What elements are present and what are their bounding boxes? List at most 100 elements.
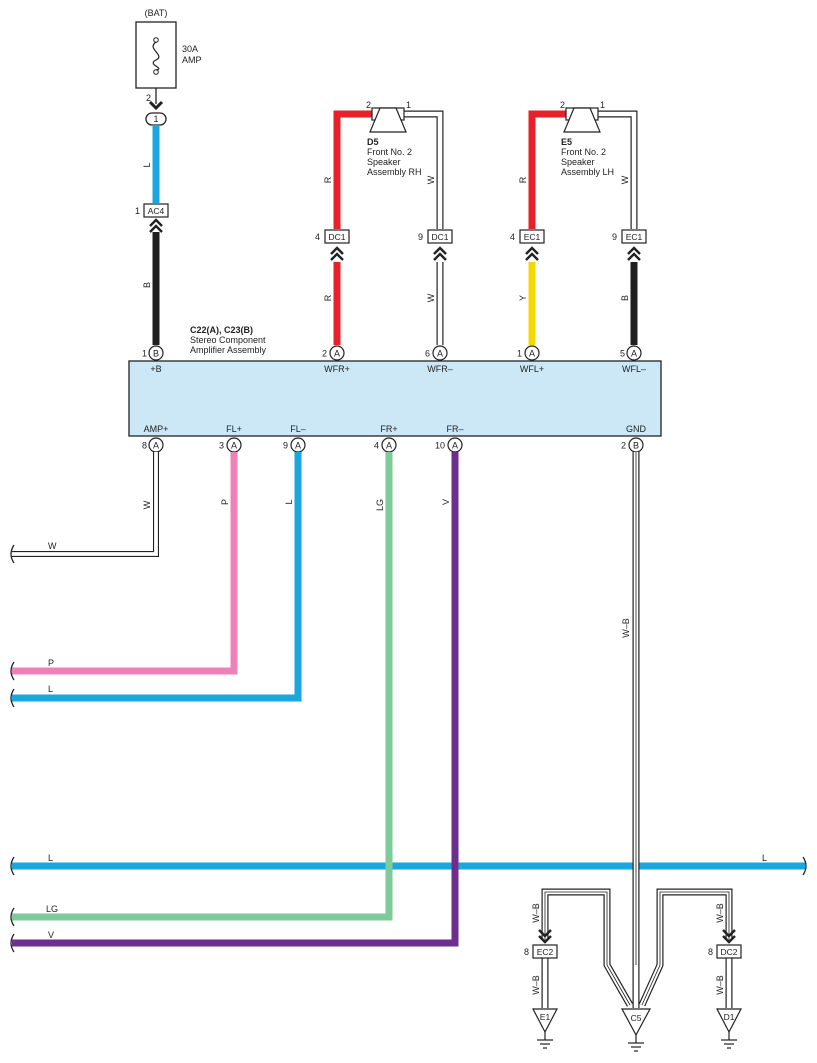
- speaker-d5-pin-left: 2: [366, 100, 371, 110]
- ground-icon: [716, 1008, 742, 1034]
- wire-fl-plus: [12, 452, 238, 675]
- speaker-e5: 2 1 E5 Front No. 2 Speaker Assembly LH: [560, 100, 614, 177]
- amp-top-pin-4-num: 1: [517, 349, 522, 359]
- battery-label: (BAT): [145, 8, 168, 18]
- amp-bottom-pin-2-num: 3: [219, 441, 224, 451]
- wire-fr-minus: [12, 452, 459, 947]
- fuse-terminal-bottom: [153, 69, 159, 75]
- fuse-name: AMP: [182, 55, 202, 65]
- speaker-d5: 2 1 D5 Front No. 2 Speaker Assembly RH: [366, 100, 422, 177]
- amp-bottom-pin-1-num: 8: [142, 441, 147, 451]
- wire-label-bat-l: L: [142, 162, 152, 167]
- amp-bottom-pin-6-num: 2: [621, 441, 626, 451]
- speaker-d5-id: D5: [367, 137, 379, 147]
- junction-dc1-9-pin: 9: [418, 232, 423, 242]
- connector-chevron-icon: [149, 218, 163, 233]
- ground-e1: E1: [532, 1008, 558, 1049]
- amp-bottom-pin-4-label: FR+: [380, 424, 397, 434]
- junction-ec1-9-pin: 9: [612, 232, 617, 242]
- junction-dc1-4-name: DC1: [328, 232, 345, 242]
- amp-top-pin-4: A 1 WFL+: [517, 345, 544, 374]
- connector-chevron-icon: [525, 246, 539, 261]
- amp-top-pin-4-label: WFL+: [520, 364, 544, 374]
- wire-label-fr-plus: LG: [375, 499, 385, 511]
- amp-top-pin-3-num: 6: [425, 349, 430, 359]
- wire-label-bat-b: B: [142, 282, 152, 288]
- wire-label-e5-minus-lower: B: [620, 295, 630, 301]
- junction-dc2: DC2 8: [708, 929, 742, 959]
- junction-ec1-9-name: EC1: [626, 232, 643, 242]
- amp-bottom-pin-5-conn: A: [452, 441, 458, 451]
- speaker-e5-pin-right: 1: [600, 100, 605, 110]
- offpage-label-lg: LG: [46, 904, 58, 914]
- fuse-terminal-top: [153, 37, 159, 43]
- speaker-d5-line2: Speaker: [367, 157, 401, 167]
- amp-top-pin-1-conn: B: [153, 349, 159, 359]
- junction-dc1-9: DC1 9: [418, 229, 453, 261]
- junction-ec2-name: EC2: [537, 947, 554, 957]
- amp-top-pin-1-num: 1: [142, 349, 147, 359]
- amp-bottom-pin-2: FL+ A 3: [219, 424, 242, 453]
- wire-label-e5-minus-upper: W: [620, 175, 630, 184]
- amp-top-pin-3-label: WFR–: [427, 364, 453, 374]
- ground-icon: [620, 1008, 652, 1037]
- amp-bottom-pin-6-conn: B: [633, 441, 639, 451]
- wire-label-e5-plus-upper: R: [518, 176, 528, 183]
- amp-top-pin-1-label: +B: [150, 364, 161, 374]
- inline-connector-pin: 1: [153, 114, 158, 124]
- break-icon: [10, 856, 15, 876]
- break-icon: [10, 544, 15, 564]
- connector-chevron-icon: [627, 246, 641, 261]
- wire-label-ec2-lower: W–B: [531, 975, 541, 995]
- junction-dc1-4-pin: 4: [315, 232, 320, 242]
- battery-fuse-group: (BAT) 30A AMP 2 1: [135, 8, 202, 126]
- connector-chevron-icon: [148, 100, 164, 111]
- amp-bottom-pin-4-num: 4: [374, 441, 379, 451]
- junction-ec2-pin: 8: [524, 947, 529, 957]
- junction-dc1-9-name: DC1: [431, 232, 448, 242]
- wire-label-dc2-lower: W–B: [715, 975, 725, 995]
- fuse-box: [135, 21, 177, 89]
- speaker-icon: [369, 107, 407, 133]
- break-icon: [10, 933, 15, 953]
- amp-top-pin-3: A 6 WFR–: [425, 345, 453, 374]
- amp-bottom-pin-5-label: FR–: [446, 424, 463, 434]
- amp-bottom-pin-1: AMP+ A 8: [142, 424, 169, 453]
- wire-fr-plus: [12, 452, 393, 921]
- offpage-label-p: P: [48, 658, 54, 668]
- wire-label-e5-plus-lower: Y: [518, 295, 528, 301]
- junction-ec1-9: EC1 9: [612, 229, 647, 261]
- amplifier-assembly: C22(A), C23(B) Stereo Component Amplifie…: [128, 325, 662, 453]
- amplifier-name-line1: Stereo Component: [190, 335, 266, 345]
- wire-label-d5-minus-lower: W: [426, 293, 436, 302]
- ground-c5: C5: [620, 1008, 652, 1052]
- wire-label-fr-minus: V: [441, 499, 451, 505]
- amp-bottom-pin-4-conn: A: [386, 441, 392, 451]
- offpage-label-l2-right: L: [762, 853, 767, 863]
- junction-ec1-4-pin: 4: [510, 232, 515, 242]
- amp-top-pin-5: A 5 WFL–: [620, 345, 646, 374]
- amp-top-pin-4-conn: A: [529, 349, 535, 359]
- speaker-d5-line3: Assembly RH: [367, 167, 422, 177]
- ground-d1: D1: [716, 1008, 742, 1049]
- wire-label-gnd: W–B: [621, 618, 631, 638]
- wire-label-d5-minus-upper: W: [426, 175, 436, 184]
- offpage-label-w: W: [48, 541, 57, 551]
- amp-top-pin-2: A 2 WFR+: [322, 345, 350, 374]
- wire-label-dc2-upper: W–B: [715, 903, 725, 923]
- amp-bottom-pin-2-conn: A: [231, 441, 237, 451]
- amp-bottom-pin-1-label: AMP+: [144, 424, 169, 434]
- wire-label-fl-minus: L: [284, 499, 294, 504]
- amp-bottom-pin-3: FL– A 9: [283, 424, 306, 453]
- offpage-label-v: V: [48, 930, 54, 940]
- break-icon: [10, 688, 15, 708]
- offpage-label-l1: L: [48, 684, 53, 694]
- amplifier-name-line2: Amplifier Assembly: [190, 345, 267, 355]
- connector-chevron-icon: [538, 929, 552, 938]
- amplifier-id: C22(A), C23(B): [190, 325, 253, 335]
- speaker-icon: [563, 107, 601, 133]
- amp-bottom-pin-2-label: FL+: [226, 424, 242, 434]
- connector-chevron-icon: [433, 246, 447, 261]
- ground-c5-label: C5: [631, 1013, 642, 1023]
- speaker-d5-line1: Front No. 2: [367, 147, 412, 157]
